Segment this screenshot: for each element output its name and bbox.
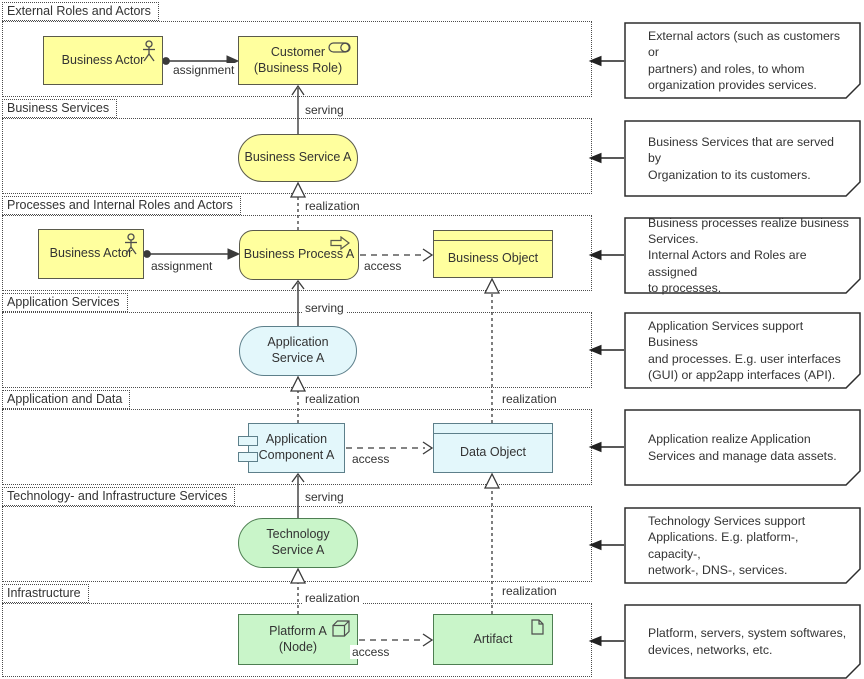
node-data-object[interactable]: Data Object (433, 423, 553, 473)
node-label: Technology Service A (266, 527, 330, 557)
note-application-services[interactable]: Application Services support Business an… (648, 313, 850, 388)
note-text: Platform, servers, system softwares, dev… (648, 626, 847, 657)
component-tab-icon (238, 452, 258, 462)
realization-label: realization (303, 199, 362, 213)
assignment-label: assignment (149, 259, 215, 273)
note-infrastructure[interactable]: Platform, servers, system softwares, dev… (648, 605, 850, 678)
node-technology-service-a[interactable]: Technology Service A (238, 518, 358, 568)
note-arrows (588, 55, 624, 647)
assignment-label: assignment (171, 63, 237, 77)
note-business-services[interactable]: Business Services that are served by Org… (648, 121, 850, 196)
node-label: Business Actor (49, 246, 133, 261)
band-label-text: Application and Data (7, 392, 123, 406)
node-business-process-a[interactable]: Business Process A (239, 230, 359, 280)
band-label-text: Technology- and Infrastructure Services (7, 489, 228, 503)
serving-connector-1[interactable] (291, 84, 305, 134)
node-label: Customer (Business Role) (253, 44, 343, 75)
note-shapes[interactable] (624, 22, 861, 679)
assignment-connector-2[interactable] (143, 248, 241, 260)
realization-label: realization (500, 584, 559, 598)
access-connector-1[interactable] (360, 248, 434, 262)
role-icon (328, 42, 351, 53)
node-business-actor-1[interactable]: Business Actor (43, 36, 163, 85)
realization-connector-3[interactable] (289, 567, 307, 614)
note-text: Business processes realize business Serv… (648, 215, 849, 295)
band-label-text: Processes and Internal Roles and Actors (7, 198, 233, 212)
serving-connector-3[interactable] (291, 472, 305, 518)
node-application-service-a[interactable]: Application Service A (239, 326, 357, 376)
node-customer-business-role[interactable]: Customer (Business Role) (238, 36, 358, 85)
access-label: access (362, 259, 404, 273)
access-label: access (350, 452, 392, 466)
node-label: Platform A (Node) (269, 623, 327, 654)
note-applications[interactable]: Application realize Application Services… (648, 410, 850, 485)
realization-connector-5[interactable] (483, 472, 501, 614)
artifact-icon (531, 619, 544, 635)
process-arrow-icon (330, 236, 350, 250)
actor-icon (125, 233, 137, 255)
node-label: Data Object (459, 444, 526, 459)
band-label-text: Infrastructure (7, 586, 81, 600)
band-label-application-services[interactable]: Application Services (2, 293, 128, 312)
band-label-text: Business Services (7, 101, 110, 115)
node-label: Business Process A (243, 247, 355, 262)
note-text: Application Services support Business an… (648, 319, 841, 382)
note-text: External actors (such as customers or pa… (648, 29, 841, 92)
band-label-business-services[interactable]: Business Services (2, 99, 118, 118)
node-label: Application Service A (267, 335, 329, 365)
object-title-strip (434, 231, 552, 241)
node-label: Business Actor (61, 52, 145, 67)
actor-icon (143, 40, 155, 62)
node-label: Artifact (473, 631, 513, 646)
note-technology-services[interactable]: Technology Services support Applications… (648, 508, 850, 583)
assignment-connector-1[interactable] (162, 55, 240, 67)
band-label-text: Application Services (7, 295, 120, 309)
band-label-external-roles[interactable]: External Roles and Actors (2, 2, 159, 21)
band-processes-internal-roles[interactable] (2, 215, 592, 291)
note-text: Application realize Application Services… (648, 432, 837, 463)
band-external-roles-and-actors[interactable] (2, 21, 592, 97)
realization-connector-2[interactable] (289, 375, 307, 423)
band-label-processes[interactable]: Processes and Internal Roles and Actors (2, 196, 241, 215)
object-title-strip (434, 424, 552, 434)
realization-label: realization (303, 591, 362, 605)
node-platform-a[interactable]: Platform A (Node) (238, 614, 358, 665)
note-business-processes[interactable]: Business processes realize business Serv… (648, 215, 850, 295)
band-label-text: External Roles and Actors (7, 4, 151, 18)
node-label: Business Service A (244, 150, 352, 165)
access-connector-2[interactable] (346, 441, 434, 455)
node-application-component-a[interactable]: Application Component A (248, 423, 345, 473)
realization-label: realization (500, 392, 559, 406)
band-label-infrastructure[interactable]: Infrastructure (2, 584, 89, 603)
note-external-actors[interactable]: External actors (such as customers or pa… (648, 23, 850, 98)
node-artifact[interactable]: Artifact (433, 614, 553, 665)
node-business-service-a[interactable]: Business Service A (238, 134, 358, 182)
serving-label: serving (303, 301, 346, 315)
node-label: Application Component A (258, 432, 335, 462)
node-business-object[interactable]: Business Object (433, 230, 553, 278)
access-label: access (350, 645, 392, 659)
node-business-actor-2[interactable]: Business Actor (38, 229, 144, 279)
note-text: Technology Services support Applications… (648, 514, 806, 577)
component-tab-icon (238, 436, 258, 446)
realization-connector-4[interactable] (483, 277, 501, 423)
band-label-technology-services[interactable]: Technology- and Infrastructure Services (2, 487, 236, 506)
node-label: Business Object (447, 250, 539, 265)
note-text: Business Services that are served by Org… (648, 135, 834, 182)
realization-connector-1[interactable] (289, 181, 307, 230)
realization-label: realization (303, 392, 362, 406)
band-label-application-and-data[interactable]: Application and Data (2, 390, 131, 409)
node-cube-icon (332, 620, 350, 637)
serving-label: serving (303, 103, 346, 117)
serving-connector-2[interactable] (291, 279, 305, 326)
serving-label: serving (303, 490, 346, 504)
access-connector-3[interactable] (359, 633, 434, 647)
